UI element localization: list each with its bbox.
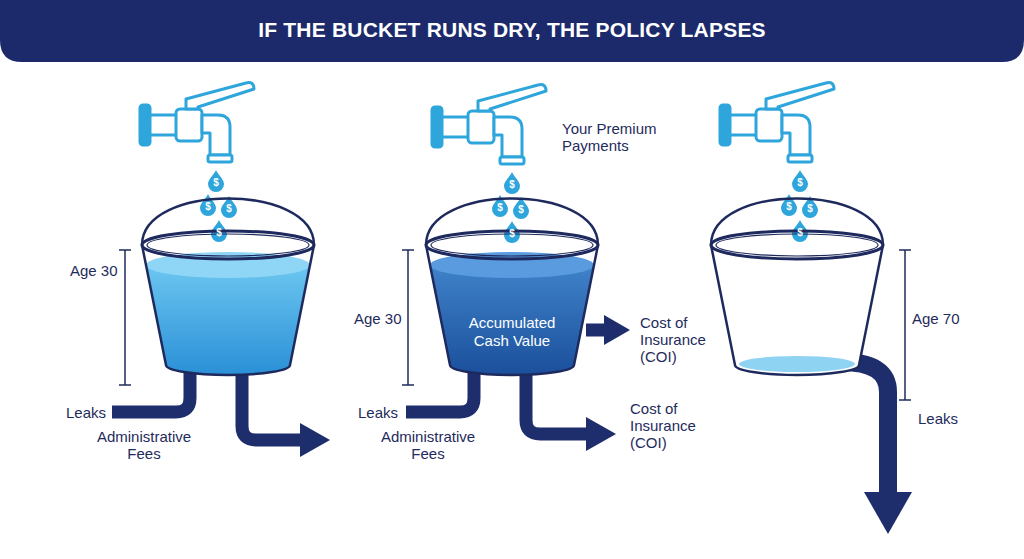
bucket-node: Accumulated Cash Value bbox=[422, 228, 602, 378]
dollar-sign: $ bbox=[504, 228, 520, 240]
dollar-sign: $ bbox=[200, 201, 216, 213]
age-brackets bbox=[119, 250, 911, 400]
node-text: Accumulated Cash Value bbox=[452, 314, 572, 350]
leak-label: Leaks bbox=[358, 404, 408, 421]
dollar-sign: $ bbox=[513, 204, 529, 216]
title-banner bbox=[0, 0, 1024, 62]
leak-label: Leaks bbox=[918, 410, 978, 427]
title-text: IF THE BUCKET RUNS DRY, THE POLICY LAPSE… bbox=[0, 0, 1024, 62]
dollar-sign: $ bbox=[792, 227, 808, 239]
dollar-sign: $ bbox=[211, 227, 227, 239]
fee-label: Administrative Fees bbox=[84, 428, 204, 462]
fee-label: Administrative Fees bbox=[368, 428, 488, 462]
dollar-sign: $ bbox=[792, 177, 808, 189]
dollar-sign: $ bbox=[504, 179, 520, 191]
bucket-full bbox=[142, 199, 314, 376]
coi-label: Cost of Insurance (COI) bbox=[630, 400, 714, 451]
dollar-sign: $ bbox=[208, 177, 224, 189]
dollar-sign: $ bbox=[221, 203, 237, 215]
age-label: Age 70 bbox=[912, 310, 972, 327]
age-label: Age 30 bbox=[354, 310, 414, 327]
dollar-sign: $ bbox=[781, 201, 797, 213]
premium-label: Your Premium Payments bbox=[562, 120, 662, 154]
dollar-sign: $ bbox=[802, 203, 818, 215]
bucket-shape bbox=[422, 228, 602, 378]
coi-label: Cost of Insurance (COI) bbox=[640, 314, 724, 365]
leak-label: Leaks bbox=[66, 404, 116, 421]
age-label: Age 30 bbox=[70, 262, 130, 279]
bucket-empty bbox=[711, 199, 883, 376]
faucets bbox=[140, 83, 834, 164]
dollar-sign: $ bbox=[492, 202, 508, 214]
